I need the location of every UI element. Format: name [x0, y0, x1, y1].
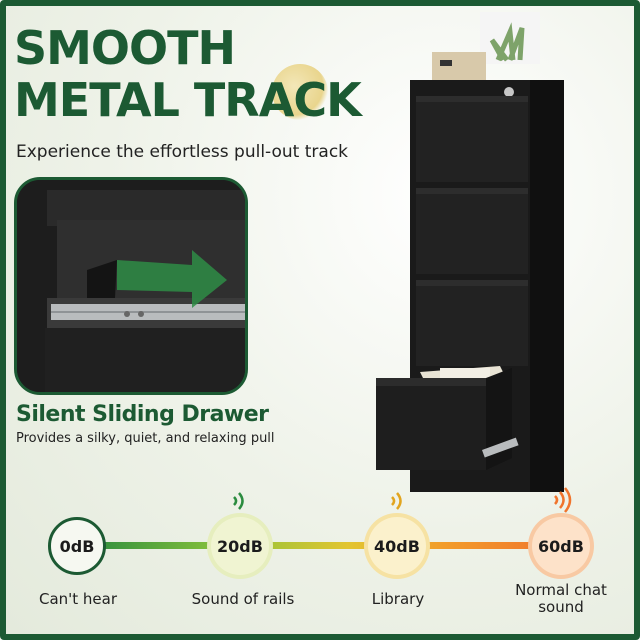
headline-line1: SMOOTH	[14, 21, 236, 75]
noise-level-badge-20db: 20dB	[211, 517, 269, 575]
noise-level-badge-0db: 0dB	[48, 517, 106, 575]
sound-wave-icon	[391, 492, 402, 510]
feature-description: Provides a silky, quiet, and relaxing pu…	[16, 431, 275, 446]
drawer-3	[416, 280, 528, 366]
subtitle: Experience the effortless pull-out track	[16, 142, 349, 162]
noise-level-label: Library	[371, 590, 425, 608]
sound-wave-icon	[554, 487, 572, 513]
safe-box	[432, 52, 486, 82]
plant-icon	[489, 22, 525, 62]
headline: SMOOTH METAL TRACK	[14, 21, 362, 127]
drawer-4-open	[376, 366, 519, 470]
drawer-2	[416, 188, 528, 274]
noise-gradient-track	[84, 542, 564, 549]
sound-wave-icon	[233, 492, 244, 510]
headline-line2: METAL TRACK	[14, 73, 362, 127]
noise-level-label: Normal chat sound	[515, 581, 607, 616]
noise-level-label: Can't hear	[38, 590, 118, 608]
noise-level-badge-60db: 60dB	[532, 517, 590, 575]
lock-icon	[504, 87, 514, 97]
filing-cabinet-image	[376, 12, 564, 492]
noise-level-badge-40db: 40dB	[368, 517, 426, 575]
feature-title: Silent Sliding Drawer	[16, 402, 269, 427]
noise-level-label: Sound of rails	[191, 590, 295, 608]
rail-closeup-image	[14, 177, 248, 395]
sun-decoration	[272, 64, 328, 120]
drawer-1	[416, 96, 528, 182]
